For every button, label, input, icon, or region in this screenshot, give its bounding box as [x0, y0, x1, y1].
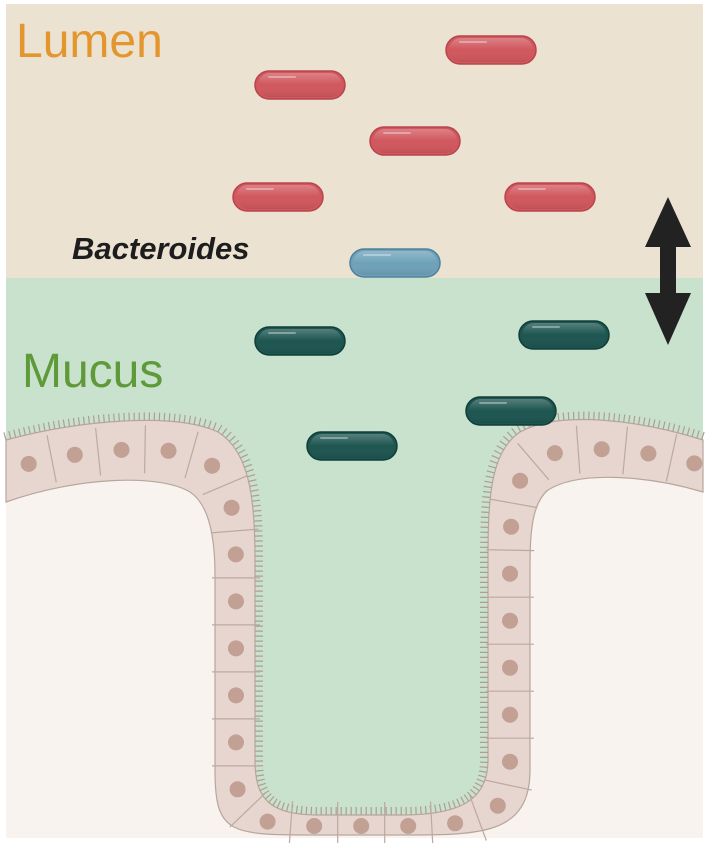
cell-nucleus [502, 753, 518, 770]
cell-nucleus [306, 818, 323, 834]
cell-nucleus [502, 706, 518, 723]
cell-border [202, 475, 248, 496]
bacterium-highlight [310, 434, 394, 458]
cell-nucleus [447, 815, 464, 832]
cell-nucleus [503, 518, 520, 535]
cell-border [484, 779, 532, 791]
epithelial-layer [5, 419, 704, 836]
cell-nucleus [686, 455, 703, 472]
cell-nucleus [160, 442, 177, 459]
bacterium-highlight [449, 38, 533, 62]
bacterium-highlight [258, 73, 342, 97]
cell-nucleus [593, 441, 610, 458]
double-headed-vertical-arrow-icon [645, 197, 691, 345]
cell-border [144, 425, 146, 474]
cell-nucleus [227, 546, 244, 563]
bacterium-highlight [258, 329, 342, 353]
bacteria-highlights [236, 38, 606, 458]
cell-nucleus [502, 565, 518, 582]
mucus-label: Mucus [22, 345, 164, 398]
cell-border [517, 442, 550, 481]
cell-nucleus [66, 446, 83, 463]
cell-border [622, 426, 628, 475]
bacteroides-label: Bacteroides [72, 231, 250, 266]
cell-border [490, 498, 538, 509]
epithelium [3, 411, 705, 843]
cell-border [486, 549, 535, 552]
cell-border [288, 801, 294, 843]
bacterium-highlight [373, 129, 457, 153]
cell-border [46, 435, 57, 483]
cell-nucleus [229, 781, 246, 798]
cell-nucleus [204, 457, 221, 474]
cell-border [575, 425, 581, 474]
bacterium-highlight [353, 251, 437, 275]
cell-border [469, 795, 487, 841]
cell-border [429, 801, 434, 843]
bacterium-highlight [236, 185, 320, 209]
cell-nucleus [546, 445, 563, 462]
cell-nucleus [228, 593, 244, 610]
cell-nucleus [228, 734, 244, 751]
lumen-label: Lumen [16, 15, 163, 68]
cell-nucleus [223, 499, 240, 516]
cell-nucleus [113, 441, 130, 458]
bacterium-highlight [469, 399, 553, 423]
cell-nucleus [502, 659, 518, 676]
cell-nucleus [400, 818, 417, 834]
cell-nucleus [640, 445, 657, 462]
cell-border [665, 434, 678, 482]
lumen-region [6, 4, 703, 278]
cell-border [229, 793, 266, 828]
cell-nucleus [512, 472, 529, 489]
cell-nucleus [20, 455, 37, 472]
bacterium-highlight [522, 323, 606, 347]
cell-border [210, 528, 259, 534]
cell-nucleus [259, 813, 276, 830]
bacterium-highlight [508, 185, 592, 209]
cell-nucleus [228, 687, 244, 704]
cell-nucleus [353, 818, 370, 834]
cell-border [95, 427, 102, 476]
cell-nucleus [489, 797, 506, 814]
cell-nucleus [228, 640, 244, 657]
cell-nucleus [502, 612, 518, 629]
cell-border [184, 431, 199, 479]
